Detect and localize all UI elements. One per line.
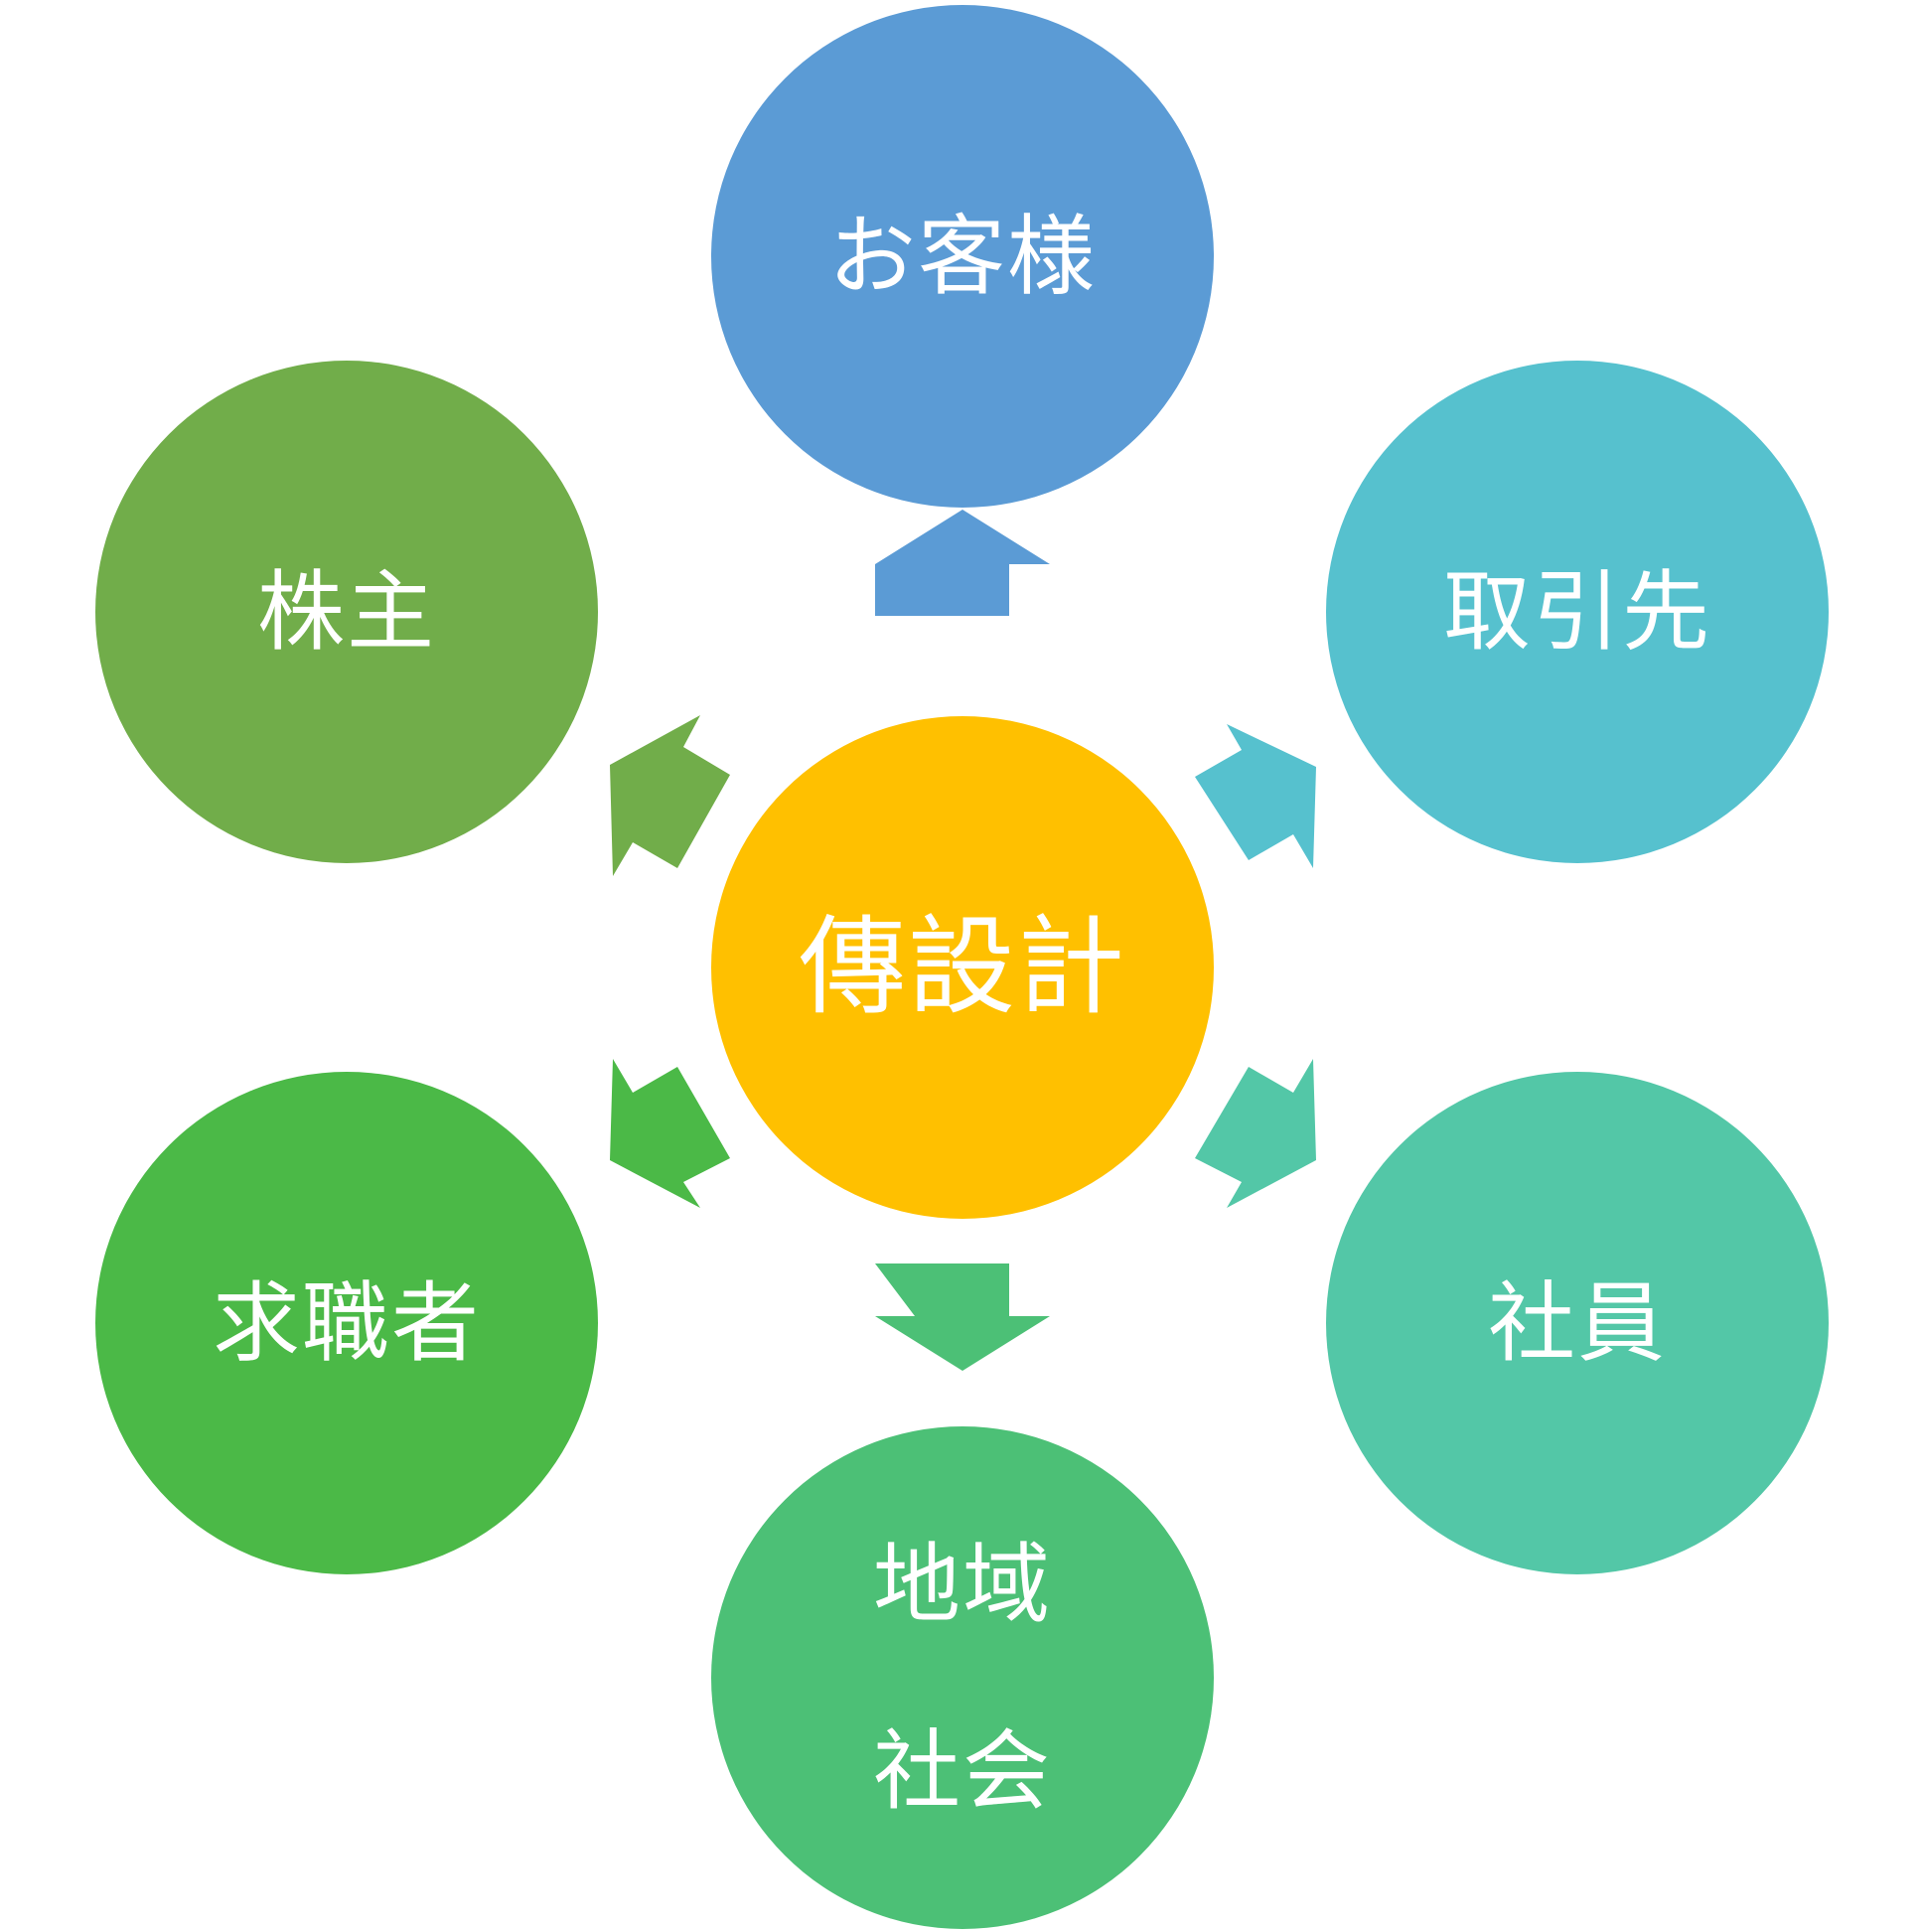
node-label-community-2: 社会	[873, 1720, 1052, 1823]
node-circle-job-seekers	[95, 1072, 598, 1574]
node-partners: 取引先	[1326, 361, 1829, 863]
node-circle-customers	[711, 5, 1214, 508]
arrow-to-shareholders	[610, 715, 730, 876]
node-circle-shareholders	[95, 361, 598, 863]
node-label-community-1: 地域	[873, 1534, 1052, 1636]
center-circle	[711, 716, 1214, 1219]
arrow-to-customers	[875, 510, 1050, 616]
arrow-to-partners	[1195, 724, 1316, 868]
node-label-employees: 社員	[1488, 1272, 1667, 1375]
node-employees: 社員	[1326, 1072, 1829, 1574]
arrows-layer	[610, 510, 1316, 1371]
node-circle-partners	[1326, 361, 1829, 863]
center-label: 傳設計	[799, 906, 1126, 1030]
node-customers: お客様	[711, 5, 1214, 508]
arrow-to-community	[875, 1263, 1050, 1371]
node-label-customers: お客様	[828, 206, 1097, 308]
node-label-shareholders: 株主	[257, 561, 436, 664]
node-label-job-seekers: 求職者	[213, 1272, 481, 1375]
arrow-to-job-seekers	[610, 1059, 730, 1208]
arrow-to-employees	[1195, 1059, 1316, 1208]
node-shareholders: 株主	[95, 361, 598, 863]
node-label-partners: 取引先	[1443, 561, 1711, 664]
node-job-seekers: 求職者	[95, 1072, 598, 1574]
center-node: 傳設計	[711, 716, 1214, 1219]
node-circle-employees	[1326, 1072, 1829, 1574]
node-circle-community	[711, 1426, 1214, 1929]
